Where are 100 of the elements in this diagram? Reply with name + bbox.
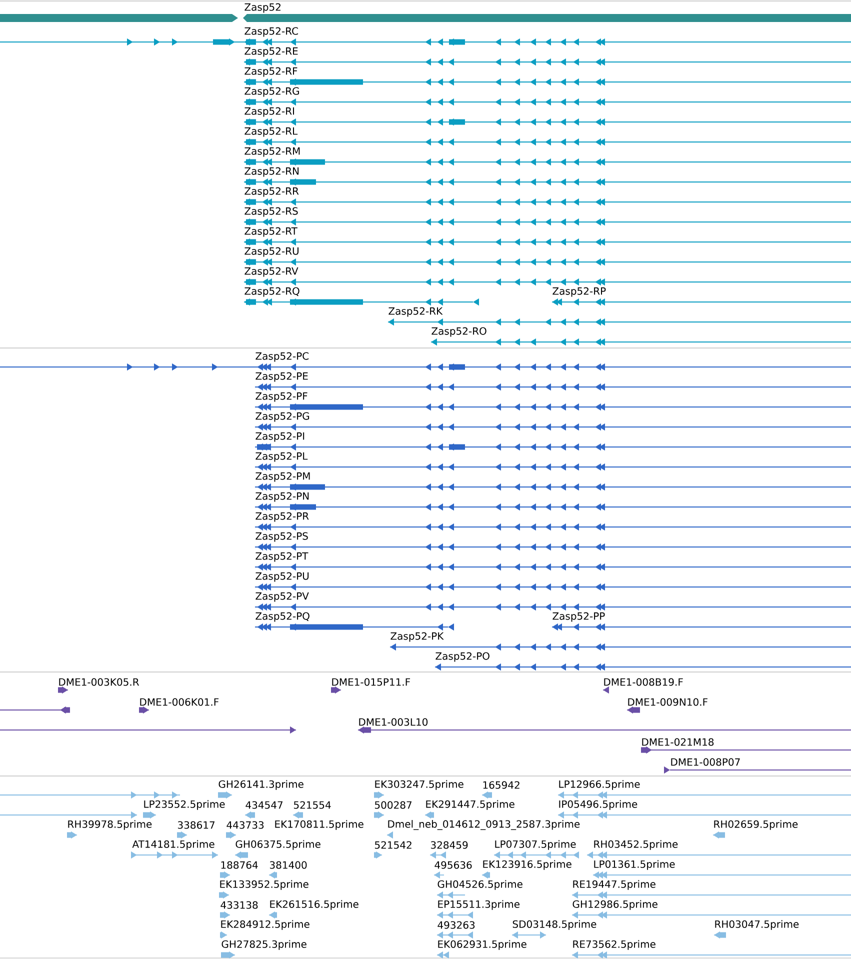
node-label: RH03452.5prime bbox=[594, 840, 678, 850]
clone-glyph: DME1-003K05.R bbox=[58, 678, 140, 694]
protein-glyph: Zasp52-PC bbox=[0, 352, 851, 371]
node-label: IP05496.5prime bbox=[559, 800, 638, 810]
node-label: DME1-006K01.F bbox=[140, 698, 219, 706]
node-label: Zasp52-PK bbox=[390, 632, 444, 642]
protein-glyph: Zasp52-PI bbox=[254, 432, 851, 451]
est-alignment-glyph: 443733 bbox=[226, 821, 264, 839]
node-label: EK133952.5prime bbox=[220, 880, 308, 890]
transcript-glyph: Zasp52-RS bbox=[244, 207, 851, 226]
clone-glyph: DME1-015P11.F bbox=[330, 678, 410, 694]
node-label: 500287 bbox=[374, 801, 412, 809]
clone-glyph: DME1-021M18 bbox=[640, 738, 851, 754]
est-alignment-glyph: LP23552.5prime bbox=[142, 800, 225, 819]
node-label: Zasp52-RF bbox=[244, 67, 298, 77]
est-alignment-glyph: 188764 bbox=[220, 861, 258, 879]
node-label: Zasp52-PO bbox=[436, 652, 490, 662]
node-label: EK284912.5prime bbox=[221, 920, 310, 930]
node-label: Zasp52-RE bbox=[244, 47, 298, 57]
node-label: GH04526.5prime bbox=[438, 880, 522, 890]
node-label: Zasp52-RR bbox=[244, 187, 299, 197]
est-alignment-glyph: 434547 bbox=[244, 801, 282, 819]
gene-bar: Zasp52 bbox=[0, 3, 851, 22]
est-alignment-glyph: SD03148.5prime bbox=[512, 920, 596, 939]
node-label: GH27825.3prime bbox=[222, 940, 306, 950]
node-label: SD03148.5prime bbox=[512, 920, 596, 930]
node-label: Zasp52-PV bbox=[256, 592, 309, 602]
est-alignment-glyph: RH02659.5prime bbox=[712, 820, 798, 839]
protein-glyph: Zasp52-PR bbox=[254, 512, 851, 531]
node-label: LP12966.5prime bbox=[559, 780, 640, 790]
clone-glyph: DME1-008B19.F bbox=[602, 678, 683, 694]
node-label: 521542 bbox=[374, 841, 412, 849]
transcript-glyph: Zasp52-RV bbox=[244, 267, 851, 286]
node-label: 328459 bbox=[430, 841, 468, 849]
node-label: Zasp52-PC bbox=[256, 352, 309, 362]
node-label: Zasp52-PQ bbox=[256, 612, 310, 622]
est-alignment-glyph: EK284912.5prime bbox=[220, 920, 310, 939]
est-alignment-glyph: EP15511.3prime bbox=[436, 900, 520, 919]
node-label: LP01361.5prime bbox=[594, 860, 675, 870]
node-label: EK123916.5prime bbox=[483, 860, 572, 870]
node-label: DME1-008P07 bbox=[671, 758, 740, 766]
transcript-glyph: Zasp52-RN bbox=[244, 167, 851, 186]
node-label: Zasp52 bbox=[244, 3, 280, 13]
node-label: RE73562.5prime bbox=[573, 940, 656, 950]
node-label: Zasp52-PU bbox=[256, 572, 309, 582]
protein-glyph: Zasp52-PT bbox=[254, 552, 851, 571]
node-label: LP07307.5prime bbox=[495, 840, 576, 850]
node-label: 433138 bbox=[220, 901, 258, 909]
node-label: 434547 bbox=[246, 801, 283, 809]
node-label: DME1-008B19.F bbox=[604, 678, 683, 686]
node-label: 493263 bbox=[438, 921, 475, 929]
node-label: Zasp52-RG bbox=[244, 87, 299, 97]
protein-glyph: Zasp52-PN bbox=[254, 492, 851, 511]
node-label: Zasp52-PR bbox=[256, 512, 309, 522]
node-label: RH03047.5prime bbox=[715, 920, 799, 930]
protein-glyph: Zasp52-PO bbox=[434, 652, 851, 671]
est-alignment-glyph: GH06375.5prime bbox=[234, 840, 320, 859]
est-alignment-glyph: 381400 bbox=[268, 861, 307, 879]
node-label: Zasp52-RQ bbox=[244, 287, 300, 297]
node-label: Zasp52-PP bbox=[552, 612, 605, 622]
node-label: Zasp52-RN bbox=[244, 167, 299, 177]
transcript-glyph: Zasp52-RK bbox=[388, 307, 851, 326]
node-label: GH26141.3prime bbox=[218, 780, 304, 790]
est-alignment-glyph: RE73562.5prime bbox=[572, 940, 851, 959]
transcript-glyph: Zasp52-RQ bbox=[244, 287, 479, 306]
est-alignment-glyph: EK123916.5prime bbox=[482, 860, 572, 879]
node-label: Zasp52-RO bbox=[432, 327, 486, 337]
node-label: Zasp52-RK bbox=[388, 307, 443, 317]
node-label: Zasp52-RS bbox=[244, 207, 298, 217]
node-label: Zasp52-RL bbox=[244, 127, 298, 137]
protein-glyph: Zasp52-PS bbox=[254, 532, 851, 551]
node-label: GH06375.5prime bbox=[236, 840, 320, 850]
est-alignment-glyph: EK170811.5prime bbox=[275, 820, 364, 830]
node-label: Dmel_neb_014612_0913_2587.3prime bbox=[388, 820, 580, 830]
node-label: RH39978.5prime bbox=[68, 820, 152, 830]
node-label: Zasp52-RP bbox=[552, 287, 606, 297]
node-label: 521554 bbox=[294, 801, 331, 809]
clone-glyph: DME1-008P07 bbox=[664, 758, 851, 774]
est-alignment-glyph: 165942 bbox=[482, 781, 520, 799]
est-alignment-glyph: EK062931.5prime bbox=[436, 940, 526, 959]
protein-glyph: Zasp52-PU bbox=[254, 572, 851, 591]
est-alignment-glyph: GH27825.3prime bbox=[220, 940, 306, 959]
est-alignment-glyph: 500287 bbox=[374, 801, 412, 819]
transcript-glyph: Zasp52-RO bbox=[430, 327, 851, 346]
clone-glyph: DME1-003L10 bbox=[358, 718, 851, 734]
node-label: LP23552.5prime bbox=[144, 800, 225, 810]
est-alignment-glyph: 433138 bbox=[220, 901, 258, 919]
est-alignment-glyph: RH03047.5prime bbox=[714, 920, 799, 939]
node-label: Zasp52-RM bbox=[244, 147, 300, 157]
est-alignment-glyph: IP05496.5prime bbox=[558, 800, 851, 819]
est-alignment-glyph: RH03452.5prime bbox=[586, 840, 851, 859]
protein-glyph: Zasp52-PL bbox=[254, 452, 851, 471]
node-label: Zasp52-PG bbox=[256, 412, 310, 422]
est-alignment-glyph: Dmel_neb_014612_0913_2587.3prime bbox=[386, 820, 580, 839]
node-label: Zasp52-PT bbox=[256, 552, 308, 562]
clone-glyph: DME1-006K01.F bbox=[138, 698, 219, 714]
est-alignment-glyph: 493263 bbox=[436, 921, 475, 939]
protein-glyph: Zasp52-PV bbox=[254, 592, 851, 611]
est-alignment-glyph: EK291447.5prime bbox=[424, 800, 514, 819]
node-label: 443733 bbox=[226, 821, 264, 829]
